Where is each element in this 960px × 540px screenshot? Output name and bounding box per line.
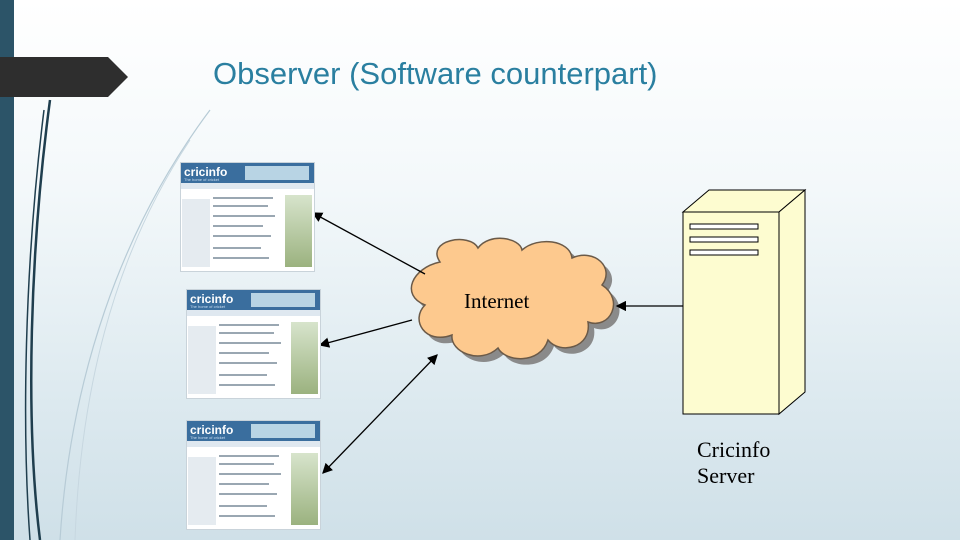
thumb-sidebar <box>188 457 216 525</box>
thumb-text-line <box>219 515 275 517</box>
thumb-banner <box>251 293 315 307</box>
left-accent-bar <box>0 0 14 540</box>
client-webpage-2: cricinfo The home of cricket <box>186 289 321 399</box>
cricinfo-logo: cricinfo <box>190 292 234 306</box>
thumb-text-line <box>213 197 273 199</box>
thumb-sidebar <box>182 199 210 267</box>
arrow-internet-to-client-2 <box>318 319 413 348</box>
thumb-text-line <box>219 374 267 376</box>
thumb-text-line <box>213 215 275 217</box>
arrow-internet-to-client-1 <box>311 212 426 275</box>
arrow-internet-to-client-3 <box>322 354 438 474</box>
thumb-text-line <box>213 225 263 227</box>
thumb-player-photo <box>285 195 312 267</box>
thumb-text-line <box>219 362 277 364</box>
title-tab-marker <box>0 57 128 97</box>
internet-label: Internet <box>464 289 530 313</box>
thumb-text-line <box>219 463 274 465</box>
thumb-text-line <box>219 483 269 485</box>
server-tower <box>681 188 807 416</box>
cricinfo-tagline: The home of cricket <box>190 435 226 440</box>
thumb-banner <box>245 166 309 180</box>
thumb-player-photo <box>291 453 318 525</box>
cricinfo-tagline: The home of cricket <box>190 304 226 309</box>
thumb-text-line <box>219 342 281 344</box>
slide-title: Observer (Software counterpart) <box>213 56 658 91</box>
client-webpage-1: cricinfo The home of cricket <box>180 162 315 272</box>
thumb-text-line <box>219 505 267 507</box>
thumb-text-line <box>213 247 261 249</box>
thumb-text-line <box>213 205 268 207</box>
thumb-text-line <box>213 235 271 237</box>
server-label: Cricinfo Server <box>697 437 771 488</box>
thumb-nav <box>187 441 320 447</box>
thumb-text-line <box>219 473 281 475</box>
thumb-sidebar <box>188 326 216 394</box>
thumb-text-line <box>219 332 274 334</box>
thumb-text-line <box>219 324 279 326</box>
thumb-text-line <box>219 352 269 354</box>
thumb-text-line <box>219 384 275 386</box>
cricinfo-logo: cricinfo <box>184 165 228 179</box>
cricinfo-logo: cricinfo <box>190 423 234 437</box>
thumb-text-line <box>219 455 279 457</box>
thumb-text-line <box>219 493 277 495</box>
thumb-banner <box>251 424 315 438</box>
thumb-player-photo <box>291 322 318 394</box>
thumb-text-line <box>213 257 269 259</box>
cricinfo-tagline: The home of cricket <box>184 177 220 182</box>
thumb-nav <box>187 310 320 316</box>
thumb-nav <box>181 183 314 189</box>
client-webpage-3: cricinfo The home of cricket <box>186 420 321 530</box>
internet-cloud <box>410 237 615 360</box>
